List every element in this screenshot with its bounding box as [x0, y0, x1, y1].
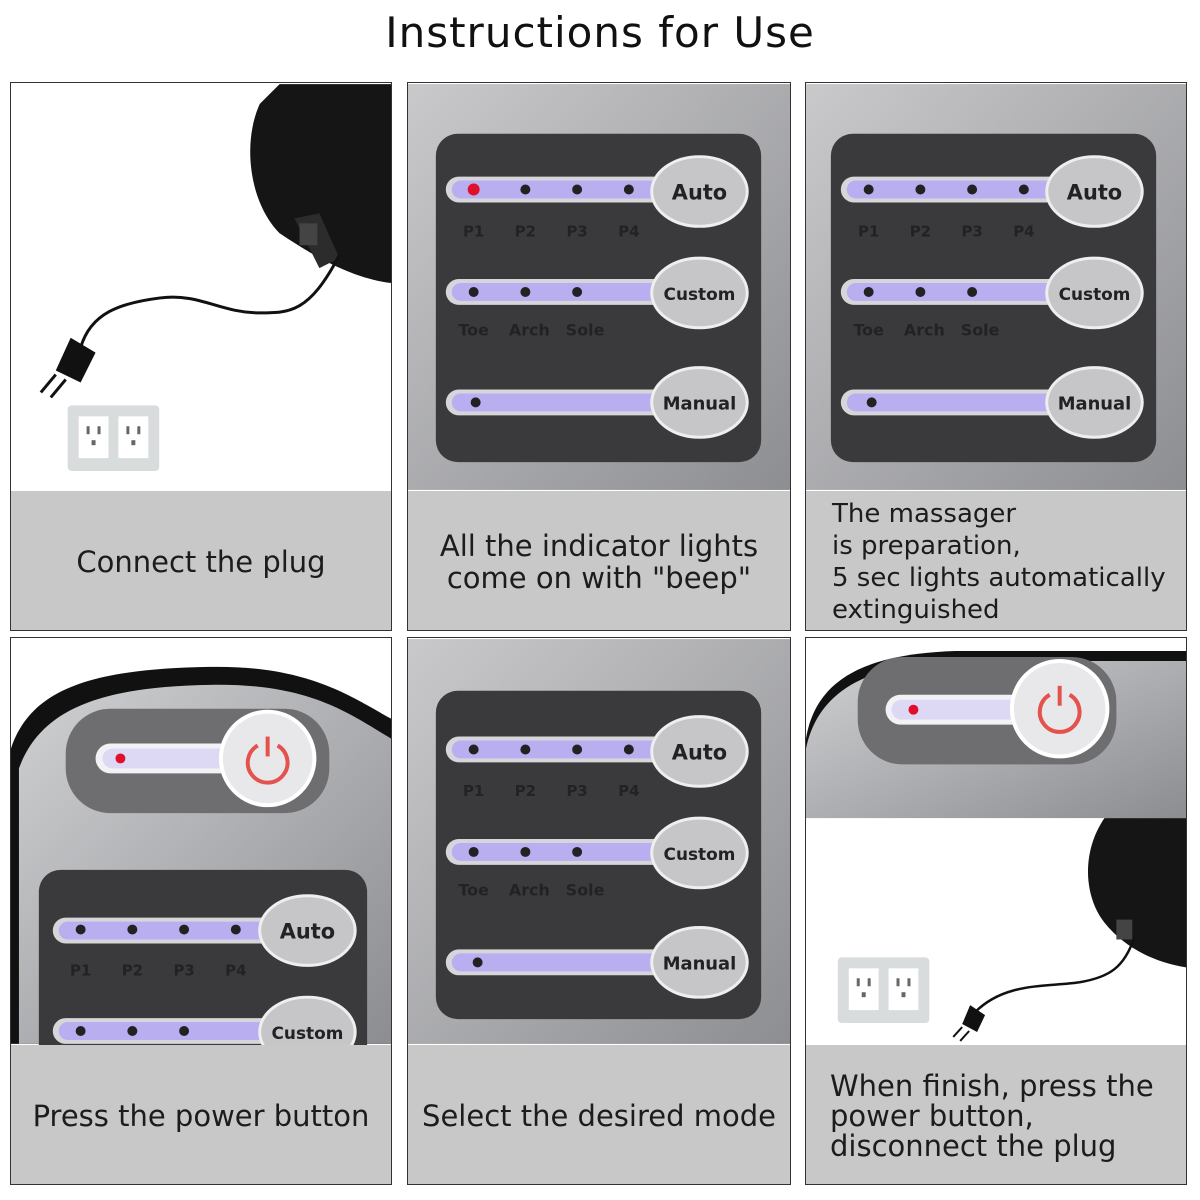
control-panel: Auto P1 P2 P3 P4 Custom Toe Arch Sole Ma…: [806, 84, 1186, 490]
power-cord: [974, 937, 1136, 1013]
step-caption: Connect the plug: [11, 491, 391, 630]
step-preparation: Auto P1 P2 P3 P4 Custom Toe Arch Sole Ma…: [805, 82, 1187, 631]
step-press-power: Auto P1 P2 P3 P4 Custom Press the power …: [10, 637, 392, 1185]
p4-label: P4: [1013, 222, 1034, 240]
step-select-mode: Auto P1 P2 P3 P4 Custom Toe Arch Sole Ma…: [407, 637, 791, 1185]
arch-label: Arch: [904, 321, 945, 340]
outlet-icon: [67, 405, 160, 472]
plug-icon: [962, 1005, 986, 1032]
p2-label: P2: [515, 222, 536, 240]
auto-button[interactable]: Auto: [1067, 180, 1122, 204]
p2-label: P2: [515, 782, 536, 800]
plug-icon: [55, 337, 96, 383]
step-caption: The massager is preparation, 5 sec light…: [806, 491, 1186, 630]
p3-label: P3: [566, 782, 587, 800]
p1-label: P1: [463, 222, 484, 240]
step-caption: Select the desired mode: [408, 1045, 790, 1184]
custom-button[interactable]: Custom: [664, 844, 736, 864]
p1-label: P1: [463, 782, 484, 800]
power-cord: [79, 254, 341, 349]
page-title: Instructions for Use: [385, 8, 815, 57]
toe-label: Toe: [853, 321, 884, 340]
plug-illustration: [11, 84, 391, 490]
p2-label: P2: [122, 961, 143, 979]
power-panel: Auto P1 P2 P3 P4 Custom: [11, 639, 391, 1045]
control-panel: Auto P1 P2 P3 P4 Custom Toe Arch Sole Ma…: [408, 84, 790, 490]
step-lights-on: Auto P1 P2 P3 P4 Custom Toe Arch Sole Ma…: [407, 82, 791, 631]
finish-illustration: [806, 639, 1186, 1044]
control-panel: Auto P1 P2 P3 P4 Custom Toe Arch Sole Ma…: [408, 639, 790, 1044]
p3-label: P3: [566, 222, 587, 240]
toe-label: Toe: [458, 321, 489, 340]
custom-button[interactable]: Custom: [272, 1023, 344, 1043]
step-connect-plug: Connect the plug: [10, 82, 392, 631]
step-caption: When finish, press the power button, dis…: [806, 1045, 1186, 1184]
massager-body: [1087, 818, 1186, 968]
manual-button[interactable]: Manual: [1058, 393, 1132, 414]
p2-label: P2: [910, 222, 931, 240]
power-icon[interactable]: [1037, 685, 1082, 734]
sole-label: Sole: [961, 321, 1000, 340]
step-finish: When finish, press the power button, dis…: [805, 637, 1187, 1185]
step-caption: Press the power button: [11, 1045, 391, 1184]
p3-label: P3: [173, 961, 194, 979]
p1-label: P1: [70, 961, 91, 979]
manual-button[interactable]: Manual: [663, 393, 737, 414]
p4-label: P4: [618, 222, 639, 240]
manual-button[interactable]: Manual: [663, 953, 737, 974]
custom-button[interactable]: Custom: [1059, 284, 1131, 304]
auto-button[interactable]: Auto: [672, 740, 727, 764]
outlet-icon: [837, 957, 930, 1024]
p3-label: P3: [961, 222, 982, 240]
custom-button[interactable]: Custom: [664, 284, 736, 304]
arch-label: Arch: [509, 321, 550, 340]
sole-label: Sole: [566, 321, 605, 340]
power-icon[interactable]: [245, 736, 290, 785]
p4-label: P4: [225, 961, 246, 979]
p4-label: P4: [618, 782, 639, 800]
auto-button[interactable]: Auto: [672, 180, 727, 204]
toe-label: Toe: [458, 881, 489, 900]
step-caption: All the indicator lights come on with "b…: [408, 491, 790, 630]
p1-label: P1: [858, 222, 879, 240]
auto-button[interactable]: Auto: [280, 919, 335, 943]
sole-label: Sole: [566, 881, 605, 900]
arch-label: Arch: [509, 881, 550, 900]
massager-body: [250, 84, 391, 284]
